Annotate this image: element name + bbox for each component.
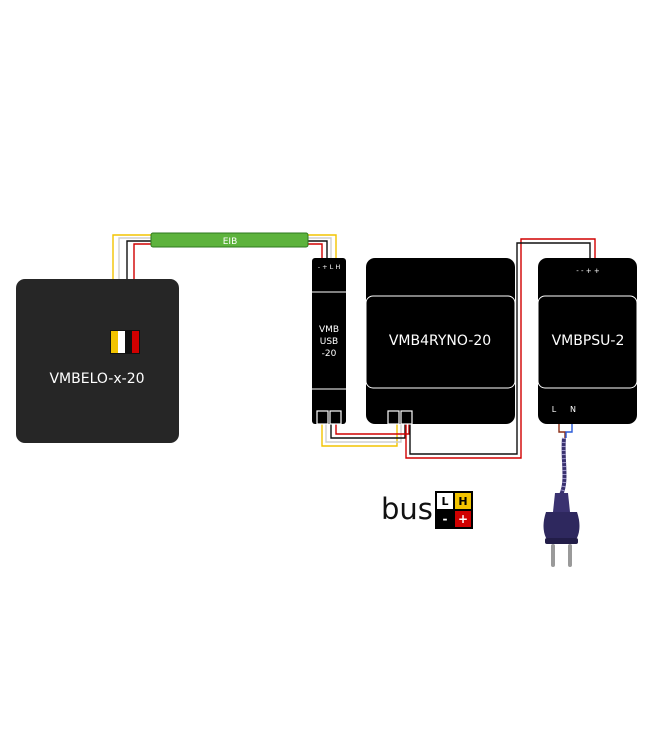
wire-red-usb xyxy=(307,243,323,260)
vmbusb-terminals: - + L H xyxy=(318,263,341,271)
vmb4ryno-bottom-terminals xyxy=(387,410,413,425)
vmb4ryno-label: VMB4RYNO-20 xyxy=(389,333,491,349)
eib-cable: EIB xyxy=(150,232,309,248)
bus-wires-usb-to-ryno xyxy=(321,424,410,447)
vmbpsu-front-panel xyxy=(537,295,638,389)
vmbusb-label-line3: -20 xyxy=(322,349,337,359)
bus-legend-minus-cell xyxy=(437,511,453,527)
plug-cable-hatch xyxy=(559,437,567,496)
vmbusb-device: - + L H VMB USB -20 xyxy=(312,258,346,425)
wire-brown-mains xyxy=(558,418,566,438)
plug-pin-right xyxy=(568,544,572,567)
vmb4ryno-body xyxy=(366,258,515,424)
vmbusb-bottom-terminals xyxy=(316,410,342,425)
vmbusb-body xyxy=(312,258,346,424)
wire-yellow-usb xyxy=(307,234,337,260)
mains-plug xyxy=(543,437,580,567)
power-wires-ryno-to-psu xyxy=(405,238,596,459)
vmbelo-label: VMBELO-x-20 xyxy=(49,371,144,387)
bus-legend-minus: - xyxy=(443,512,448,526)
eib-cable-label: EIB xyxy=(223,237,238,247)
wire-yellow-usb-ryno xyxy=(321,424,398,447)
plug-strain-relief xyxy=(553,493,570,512)
bus-legend-h: H xyxy=(458,495,467,508)
wire-black-usb xyxy=(307,240,328,260)
vmbelo-connector xyxy=(110,330,140,354)
wire-white-usb-ryno xyxy=(325,424,402,443)
vmbpsu-input-n: N xyxy=(570,405,576,414)
vmbusb-label-line2: USB xyxy=(320,337,338,347)
vmb4ryno-front-panel xyxy=(365,295,516,389)
vmbusb-label-line1: VMB xyxy=(319,325,339,335)
wire-blue-mains xyxy=(565,418,573,438)
wire-red-usb-ryno xyxy=(335,424,410,435)
vmbelo-panel xyxy=(16,279,179,443)
wire-black-usb-ryno xyxy=(330,424,406,439)
vmb4ryno-device: VMB4RYNO-20 xyxy=(365,258,516,425)
mains-wires xyxy=(558,418,573,438)
vmbpsu-input-l: L xyxy=(552,405,557,414)
vmbelo-device: VMBELO-x-20 xyxy=(16,279,179,443)
vmbpsu-terminals: - - + + xyxy=(576,267,600,275)
wire-black-power xyxy=(409,242,591,455)
plug-pin-left xyxy=(551,544,555,567)
plug-body xyxy=(543,512,580,538)
bus-legend: bus L H - + xyxy=(381,491,473,529)
vmbpsu-device: - - + + VMBPSU-2 L N xyxy=(537,258,638,424)
bus-legend-l: L xyxy=(441,495,448,508)
bus-legend-plus: + xyxy=(458,512,468,526)
wire-white-usb xyxy=(307,237,332,260)
bus-legend-plus-cell xyxy=(455,511,471,527)
vmbpsu-label: VMBPSU-2 xyxy=(552,333,625,349)
wire-red-power xyxy=(405,238,596,459)
plug-collar xyxy=(545,538,578,544)
bus-legend-word: bus xyxy=(381,492,433,526)
eib-cable-sheath xyxy=(150,232,309,248)
plug-cable xyxy=(559,437,567,496)
bus-legend-h-cell xyxy=(455,493,471,509)
bus-legend-l-cell xyxy=(437,493,453,509)
vmbpsu-body xyxy=(538,258,637,424)
